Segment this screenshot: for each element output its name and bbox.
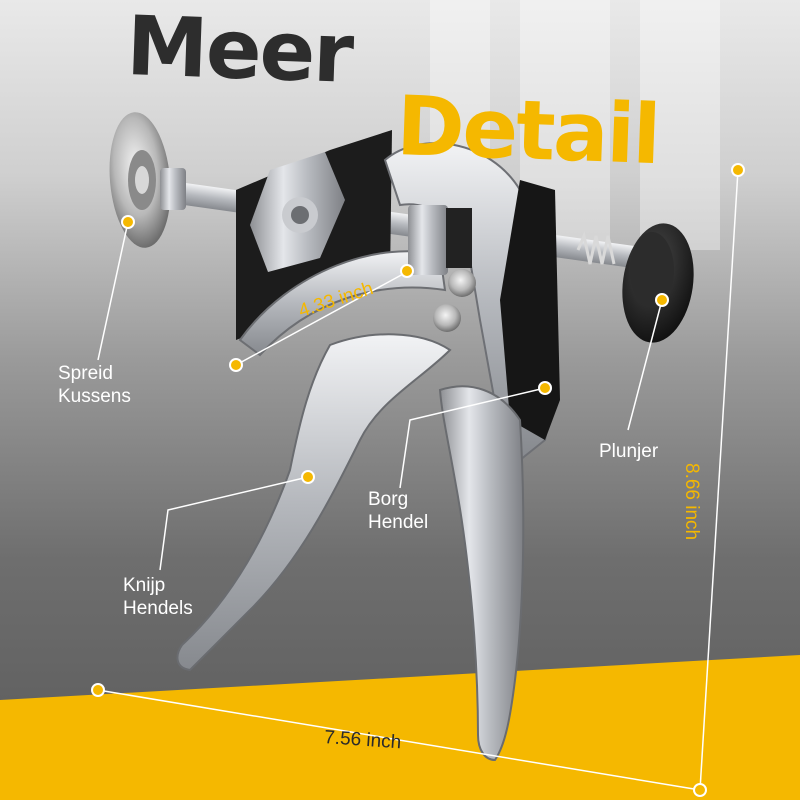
title-meer: Meer [124, 0, 354, 102]
rivets [433, 269, 476, 332]
background-window [430, 0, 720, 250]
title-detail: Detail [394, 79, 661, 184]
label-spreid-kussens: Spreid Kussens [58, 362, 131, 408]
label-line: Borg [368, 489, 409, 510]
spring [576, 231, 616, 265]
label-borg-hendel: Borg Hendel [368, 488, 428, 534]
block-shadow [446, 208, 472, 268]
label-line: Hendels [123, 598, 193, 619]
label-knijp-hendels: Knijp Hendels [123, 574, 193, 620]
label-line: Kussens [58, 386, 131, 407]
squeeze-handle-left [176, 333, 452, 672]
label-line: Spreid [58, 363, 113, 384]
label-line: Hendel [368, 512, 429, 533]
callout-lines [97, 221, 663, 571]
dimension-lines [97, 169, 739, 791]
spreader-pad-left [109, 112, 171, 248]
label-plunjer: Plunjer [599, 441, 659, 462]
yellow-banner [0, 655, 800, 800]
label-line: Knijp [123, 575, 166, 596]
hex-nut [160, 168, 186, 210]
jaw-plate-right [500, 180, 560, 440]
dimension-height: 8.66 inch [681, 463, 702, 541]
plunger-disc [622, 223, 694, 343]
large-hex-nut [250, 152, 345, 272]
marker-dots [91, 163, 745, 797]
squeeze-handle-right [438, 385, 525, 762]
locking-block [408, 205, 448, 275]
